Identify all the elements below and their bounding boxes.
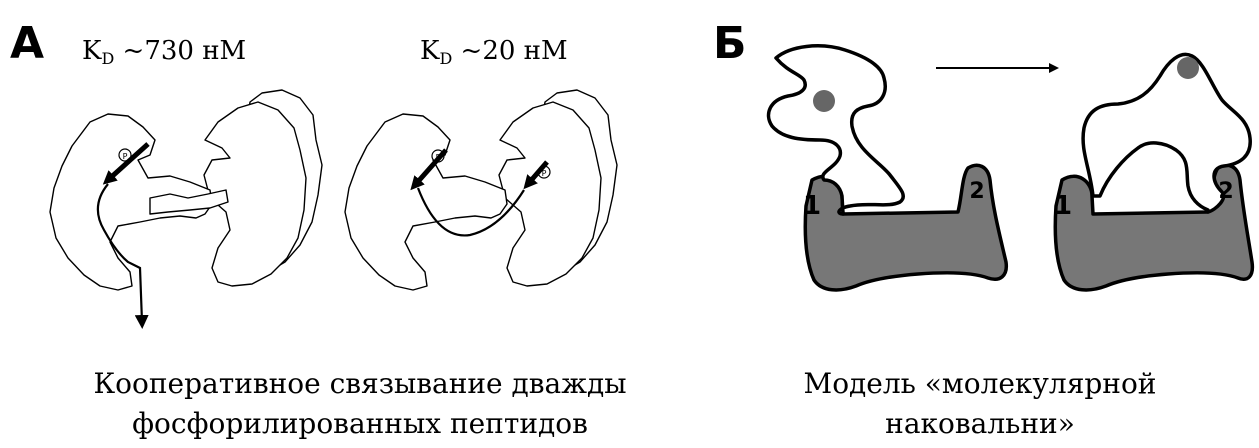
protein-domain-front-right (499, 102, 601, 286)
anvil-model-before: 1 2 (769, 46, 1007, 290)
protein-complex-right: P P (345, 90, 617, 290)
panel-a-caption-line2: фосфорилированных пептидов (70, 404, 650, 444)
domain-label-1-before: 1 (803, 191, 821, 221)
protein-complex-left: P (50, 90, 322, 290)
panel-b-caption: Модель «молекулярной наковальни» (790, 364, 1170, 444)
panel-a-caption: Кооперативное связывание дважды фосфорил… (70, 364, 650, 444)
anvil-model-after: 1 2 (1054, 54, 1252, 290)
domain-label-2-before: 2 (969, 179, 984, 204)
ball-domain-after (1177, 57, 1199, 79)
domain-label-2-after: 2 (1218, 179, 1233, 204)
panel-b-caption-line2: наковальни» (790, 404, 1170, 444)
phospho-label-left: P (123, 152, 128, 161)
protein-domain-front-left (345, 114, 507, 290)
domain-label-1-after: 1 (1054, 191, 1072, 221)
panel-b-caption-line1: Модель «молекулярной (790, 364, 1170, 404)
panel-a-caption-line1: Кооперативное связывание дважды (70, 364, 650, 404)
ball-domain-before (813, 90, 835, 112)
